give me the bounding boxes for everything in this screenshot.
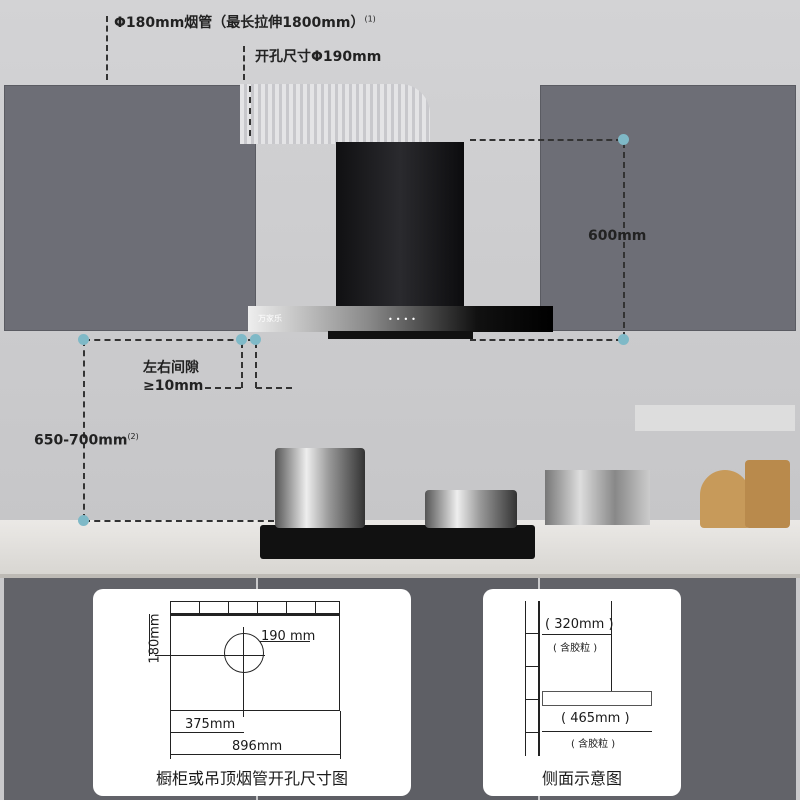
hood-underside [328, 331, 473, 339]
top-depth-arrow [542, 634, 611, 635]
cutting-board [700, 470, 750, 528]
duct-hole-circle [224, 633, 264, 673]
gap-arrow-left [205, 387, 241, 389]
width-label: 896mm [232, 739, 283, 754]
side-wall [525, 601, 540, 756]
cutout-caption: 橱柜或吊顶烟管开孔尺寸图 [155, 769, 348, 788]
cabinet-outline [170, 614, 340, 711]
exhaust-duct [240, 84, 430, 144]
install-height-line [83, 340, 85, 520]
hole-label: 开孔尺寸Φ190mm [255, 49, 382, 65]
diameter-label: 190 mm [261, 629, 316, 644]
gap-title: 左右间隙 [143, 360, 199, 376]
range-hood-body [336, 142, 464, 310]
bottom-depth-arrow [542, 731, 652, 732]
hood-control-buttons: •••• [388, 315, 419, 324]
duct-label: Φ180mm烟管（最长拉伸1800mm）(1) [114, 12, 376, 32]
depth-arrow [149, 614, 150, 656]
stock-pot [275, 448, 365, 528]
cutting-board-2 [745, 460, 790, 528]
hole-dim-line [243, 46, 245, 80]
offset-label: 375mm [185, 717, 236, 732]
depth-label: 180mm [147, 613, 163, 664]
diameter-leader [260, 641, 310, 642]
cutout-diagram-card: 180mm 190 mm 375mm 896mm 橱柜或吊顶烟管开孔尺寸图 [93, 589, 411, 796]
hood-height-label: 600mm [588, 228, 647, 244]
marker-dot [78, 515, 89, 526]
hood-side-profile [542, 691, 652, 706]
top-depth-note: ( 含胶粒 ) [553, 643, 598, 654]
right-upper-cabinet [540, 85, 796, 331]
hood-top-line [470, 139, 622, 141]
duct-dim-line [106, 16, 108, 80]
spice-jars [545, 470, 650, 525]
duct-opening-line [249, 86, 251, 136]
duct-text: Φ180mm烟管（最长拉伸1800mm） [114, 15, 365, 31]
install-height-label: 650-700mm(2) [34, 432, 139, 449]
marker-dot [618, 334, 629, 345]
center-line-v [243, 627, 244, 717]
bottom-depth-label: ( 465mm ) [561, 711, 630, 726]
cabinet-front-line [611, 601, 612, 691]
wall-bricks [170, 601, 340, 614]
marker-dot [78, 334, 89, 345]
range-hood-panel: 万家乐 •••• [248, 306, 553, 332]
width-ext-left [170, 711, 171, 759]
wall-hooks [635, 405, 795, 431]
top-depth-label: ( 320mm ) [545, 617, 614, 632]
gap-line-left [241, 342, 243, 388]
marker-dot [250, 334, 261, 345]
gap-value: ≥10mm [143, 378, 204, 394]
install-footnote: (2) [127, 432, 139, 441]
cabinet-bottom-line [84, 339, 254, 341]
width-ext-right [340, 711, 341, 759]
marker-dot [236, 334, 247, 345]
duct-footnote: (1) [364, 14, 376, 24]
install-height-text: 650-700mm [34, 432, 128, 449]
stove-level-line [84, 520, 274, 522]
gas-stove [260, 525, 535, 559]
side-diagram-card: ( 320mm ) ( 含胶粒 ) ( 465mm ) ( 含胶粒 ) 侧面示意… [483, 589, 681, 796]
marker-dot [618, 134, 629, 145]
hood-bottom-line [470, 339, 622, 341]
gap-arrow-right [256, 387, 292, 389]
left-upper-cabinet [4, 85, 256, 331]
bottom-depth-note: ( 含胶粒 ) [571, 739, 616, 750]
hood-height-line [623, 142, 625, 338]
gap-line-right [255, 342, 257, 388]
width-arrow [170, 754, 340, 755]
center-line-h [155, 655, 265, 656]
side-caption: 侧面示意图 [541, 769, 622, 788]
offset-arrow [170, 732, 244, 733]
hood-brand-logo: 万家乐 [258, 314, 282, 323]
saucepan [425, 490, 517, 528]
